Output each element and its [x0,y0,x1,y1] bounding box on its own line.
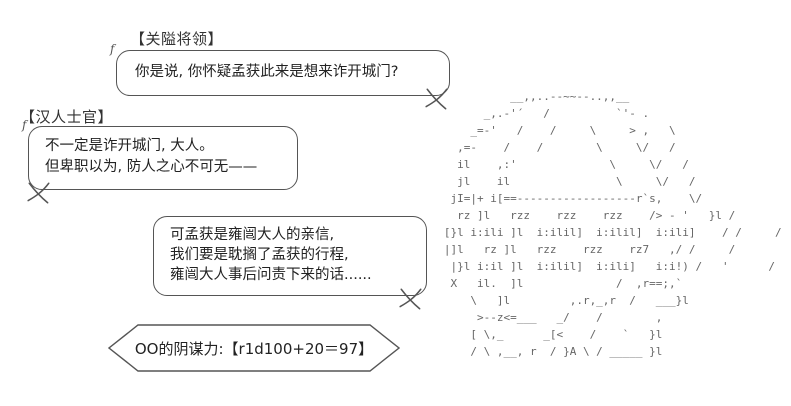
speaker-label-han-officer: 【汉人士官】 [20,108,114,126]
speech-bubble-guard-captain: f 你是说, 你怀疑孟获此来是想来诈开城门? [110,42,450,96]
dialogue-line: 你是说, 你怀疑孟获此来是想来诈开城门? [135,64,399,80]
speaker-label-guard-captain: 【关隘将领】 [130,30,224,48]
speech-bubble-han-officer: f 不一定是诈开城门, 大人。 但卑职以为, 防人之心不可无—— [22,118,298,190]
dialogue-line: 我们要是耽搁了孟获的行程, [170,247,349,263]
dialogue-line: 可孟获是雍闿大人的亲信, [170,227,335,243]
speech-bubble-officer-continued: 可孟获是雍闿大人的亲信, 我们要是耽搁了孟获的行程, 雍闿大人事后问责下来的话.… [153,216,427,296]
hexagon-border [108,324,400,372]
bubble-corner-mark: f [22,118,27,132]
dice-roll-text: OO的阴谋力:【r1d100+20＝97】 [134,339,374,358]
bubble-tail [27,182,50,204]
dialogue-line: 但卑职以为, 防人之心不可无—— [45,159,258,175]
dialogue-line: 不一定是诈开城门, 大人。 [45,138,214,154]
bubble-corner-mark: f [110,42,115,56]
dice-roll-bubble: OO的阴谋力:【r1d100+20＝97】 [108,324,400,372]
bubble-tail [399,288,422,310]
bubble-tail [425,88,448,110]
dialogue-line: 雍闿大人事后问责下来的话...... [170,267,372,283]
ascii-art-warrior: __,,..--~~--..,,__ _,.-'´ / `'- . _=-' /… [443,90,782,358]
